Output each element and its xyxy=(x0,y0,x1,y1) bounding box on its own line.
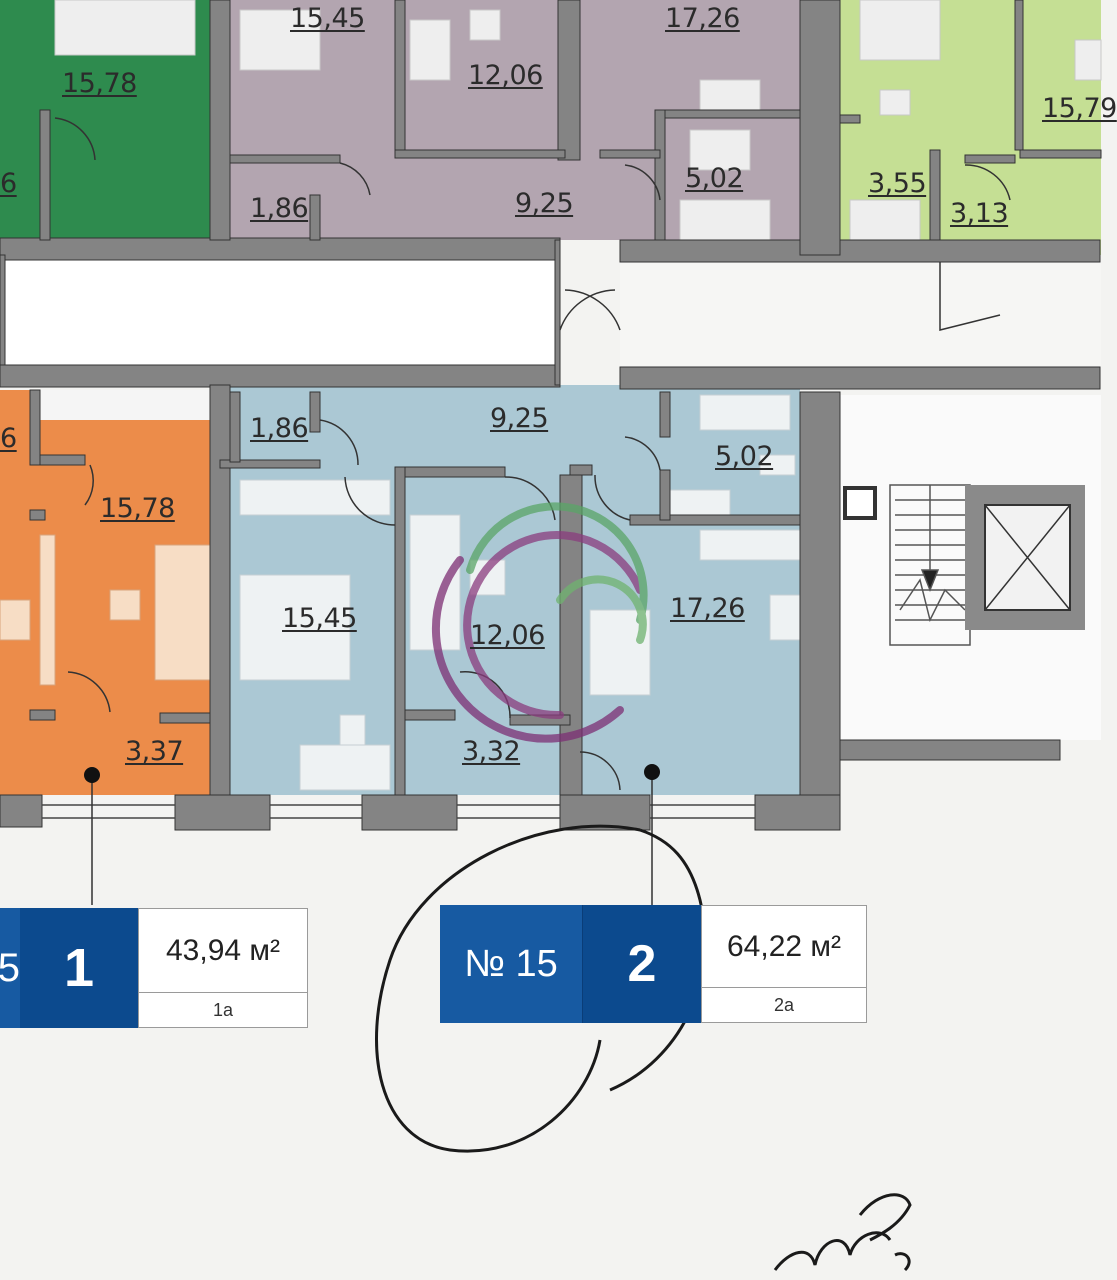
corridor-right xyxy=(620,260,1101,370)
apartment-area: 64,22 м² xyxy=(702,906,866,988)
room-area-label: 1,86 xyxy=(250,413,309,444)
column-square xyxy=(843,486,877,520)
apartment-left-label: 5 1 43,94 м² 1а xyxy=(0,908,308,1028)
apartment-rooms-count: 1 xyxy=(20,908,138,1028)
room-area-label: 17,26 xyxy=(665,3,740,34)
room-area-label: 15,45 xyxy=(282,603,357,634)
orange-balcony xyxy=(40,390,210,420)
staircase xyxy=(889,484,971,646)
room-area-label: 12,06 xyxy=(468,60,543,91)
room-area-label: 15,78 xyxy=(62,68,137,99)
apartment-info: 43,94 м² 1а xyxy=(138,908,308,1028)
apartment-number-partial: 5 xyxy=(0,908,20,1028)
room-area-label: 5,02 xyxy=(715,441,774,472)
elevator-shaft xyxy=(965,485,1085,630)
room-area-label: 12,06 xyxy=(470,620,545,651)
top-furniture xyxy=(54,0,1102,241)
room-area-label: 3,37 xyxy=(125,736,184,767)
room-area-label: 3,55 xyxy=(868,168,927,199)
apartment-area: 43,94 м² xyxy=(139,909,307,993)
room-area-label: 3,13 xyxy=(950,198,1009,229)
room-area-label: 15,79 xyxy=(1042,93,1117,124)
apartment-15-label: № 15 2 64,22 м² 2а xyxy=(440,905,867,1023)
room-area-label: 3,32 xyxy=(462,736,521,767)
room-area-label: 17,26 xyxy=(670,593,745,624)
apartment-type: 2а xyxy=(773,994,795,1015)
door-swings xyxy=(54,117,1011,791)
room-area-label: 6 xyxy=(0,423,17,454)
room-area-label: 6 xyxy=(0,168,17,199)
apartment-info: 64,22 м² 2а xyxy=(701,905,867,1023)
corridor-left xyxy=(0,260,560,365)
watermark-logo xyxy=(431,502,648,743)
apartment-rooms-count: 2 xyxy=(583,905,701,1023)
handwritten-note xyxy=(773,1193,912,1272)
room-area-label: 9,25 xyxy=(515,188,574,219)
room-area-label: 15,45 xyxy=(290,3,365,34)
room-area-label: 5,02 xyxy=(685,163,744,194)
windows xyxy=(42,804,755,819)
apartment-type: 1а xyxy=(212,999,234,1020)
walls xyxy=(0,0,1102,831)
room-area-label: 15,78 xyxy=(100,493,175,524)
apartment-number: № 15 xyxy=(440,905,583,1023)
orange-furniture xyxy=(0,534,211,686)
room-area-label: 1,86 xyxy=(250,193,309,224)
room-area-label: 9,25 xyxy=(490,403,549,434)
leader-lines xyxy=(84,764,660,905)
